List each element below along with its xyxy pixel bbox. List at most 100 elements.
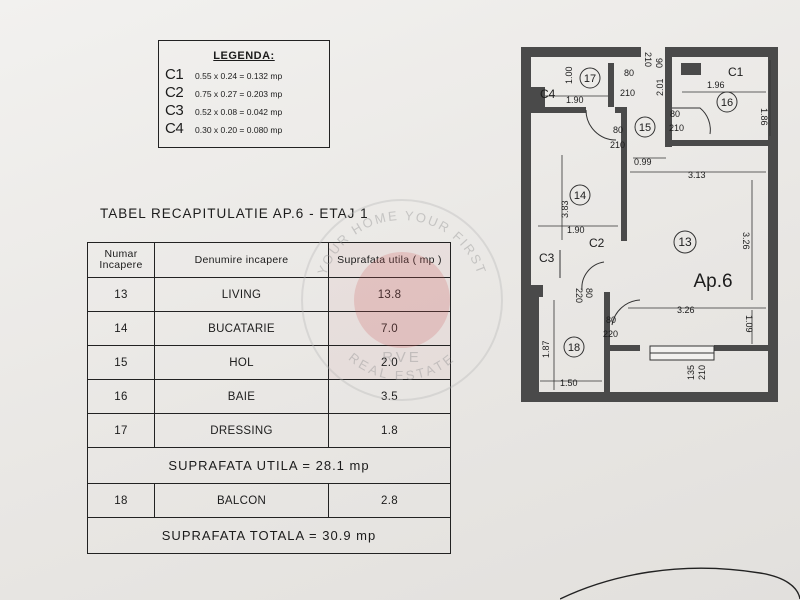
dimension-label: 3.26 xyxy=(741,232,751,250)
legend-box: LEGENDA: C1 0.55 x 0.24 = 0.132 mp C2 0.… xyxy=(158,40,330,148)
door-label: 220 xyxy=(574,288,584,303)
total-area-row: SUPRAFATA TOTALA = 30.9 mp xyxy=(87,517,451,554)
table-row: 16 BAIE 3.5 xyxy=(87,379,451,414)
legend-row: C4 0.30 x 0.20 = 0.080 mp xyxy=(165,120,323,138)
table-row: 18 BALCON 2.8 xyxy=(87,483,451,518)
room-number: 14 xyxy=(574,190,586,202)
room-name: BAIE xyxy=(154,379,329,414)
wall xyxy=(681,63,701,75)
dimension-label: 1.09 xyxy=(744,315,754,333)
legend-title: LEGENDA: xyxy=(213,50,275,62)
room-number: 15 xyxy=(87,345,155,380)
scribble-stroke xyxy=(560,567,800,600)
room-name: BALCON xyxy=(154,483,329,518)
room-area: 2.0 xyxy=(328,345,451,380)
wall xyxy=(610,345,640,351)
room-number: 17 xyxy=(584,73,596,85)
legend-row: C2 0.75 x 0.27 = 0.203 mp xyxy=(165,84,323,102)
room-circle xyxy=(716,91,738,113)
wall xyxy=(665,47,672,147)
legend-row: C1 0.55 x 0.24 = 0.132 mp xyxy=(165,66,323,84)
apartment-label: Ap.6 xyxy=(693,271,732,292)
door-label: 210 xyxy=(669,123,684,133)
floor-plan: 17 15 16 14 13 18 Ap.6 C1 C2 C3 C4 1.00 … xyxy=(521,47,778,402)
room-number: 16 xyxy=(721,97,733,109)
table-header-row: Numar Incapere Denumire incapere Suprafa… xyxy=(87,242,451,278)
door-label: 80 xyxy=(670,109,680,119)
room-number: 14 xyxy=(87,311,155,346)
room-area: 3.5 xyxy=(328,379,451,414)
wall xyxy=(521,47,641,57)
wall xyxy=(531,107,586,113)
wall xyxy=(672,140,768,146)
wall xyxy=(531,285,543,297)
wall xyxy=(608,63,614,107)
wall xyxy=(531,87,545,107)
room-number: 18 xyxy=(87,483,155,518)
room-circle xyxy=(563,336,585,358)
window-label: 135 xyxy=(686,365,696,380)
table-row: 13 LIVING 13.8 xyxy=(87,277,451,312)
wall xyxy=(521,392,778,402)
dimension-label: 1.90 xyxy=(566,95,584,105)
wall xyxy=(621,113,627,241)
room-name: BUCATARIE xyxy=(154,311,329,346)
doors xyxy=(559,107,711,326)
window-label: 210 xyxy=(697,365,707,380)
table-row: 15 HOL 2.0 xyxy=(87,345,451,380)
room-number: 15 xyxy=(639,122,651,134)
wall xyxy=(604,292,610,392)
room-area: 1.8 xyxy=(328,413,451,448)
room-number: 13 xyxy=(678,235,692,249)
legend-row: C3 0.52 x 0.08 = 0.042 mp xyxy=(165,102,323,120)
header-room-name: Denumire incapere xyxy=(154,242,329,278)
room-area: 2.8 xyxy=(328,483,451,518)
window xyxy=(649,345,715,361)
header-room-number: Numar Incapere xyxy=(87,242,155,278)
closet-label: C1 xyxy=(728,65,744,79)
dimension-label: 0.99 xyxy=(634,157,652,167)
total-useful-area: SUPRAFATA UTILA = 28.1 mp xyxy=(87,447,451,484)
room-circles xyxy=(563,67,738,358)
dimension-label: 1.87 xyxy=(541,340,551,358)
room-name: DRESSING xyxy=(154,413,329,448)
wall xyxy=(521,47,531,402)
door-arc xyxy=(611,299,641,326)
dimension-label: 3.26 xyxy=(677,305,695,315)
door-label: 220 xyxy=(603,329,618,339)
walls xyxy=(521,47,778,402)
dimension-label: 1.90 xyxy=(567,225,585,235)
entry-label: 210 xyxy=(643,52,653,67)
closet-label: C3 xyxy=(539,251,555,265)
dimension-label: 1.00 xyxy=(564,66,574,84)
door-arc xyxy=(581,261,605,291)
table-row: 17 DRESSING 1.8 xyxy=(87,413,451,448)
summary-table: Numar Incapere Denumire incapere Suprafa… xyxy=(87,242,451,554)
room-name: LIVING xyxy=(154,277,329,312)
total-useful-row: SUPRAFATA UTILA = 28.1 mp xyxy=(87,447,451,484)
legend-code: C4 xyxy=(165,120,184,137)
legend-value: 0.52 x 0.08 = 0.042 mp xyxy=(195,107,283,117)
legend-value: 0.75 x 0.27 = 0.203 mp xyxy=(195,89,283,99)
room-number: 17 xyxy=(87,413,155,448)
entry-label: 90 xyxy=(654,58,664,68)
wall xyxy=(714,345,768,351)
wall xyxy=(615,107,627,113)
dimension-lines xyxy=(538,60,771,390)
room-circle xyxy=(569,184,591,206)
door-label: 210 xyxy=(610,140,625,150)
dimension-labels: 1.00 1.90 1.96 1.86 2.01 0.99 3.13 3.83 … xyxy=(541,52,769,388)
door-arc xyxy=(672,107,711,135)
room-number: 18 xyxy=(568,342,580,354)
room-circle xyxy=(634,116,656,138)
door-label: 80 xyxy=(613,125,623,135)
closet-label: C2 xyxy=(589,236,605,250)
door-label: 80 xyxy=(606,315,616,325)
closet-label: C4 xyxy=(540,87,556,101)
legend-value: 0.30 x 0.20 = 0.080 mp xyxy=(195,125,283,135)
wall xyxy=(665,47,778,57)
room-area: 13.8 xyxy=(328,277,451,312)
legend-code: C3 xyxy=(165,102,184,119)
dimension-label: 1.96 xyxy=(707,80,725,90)
